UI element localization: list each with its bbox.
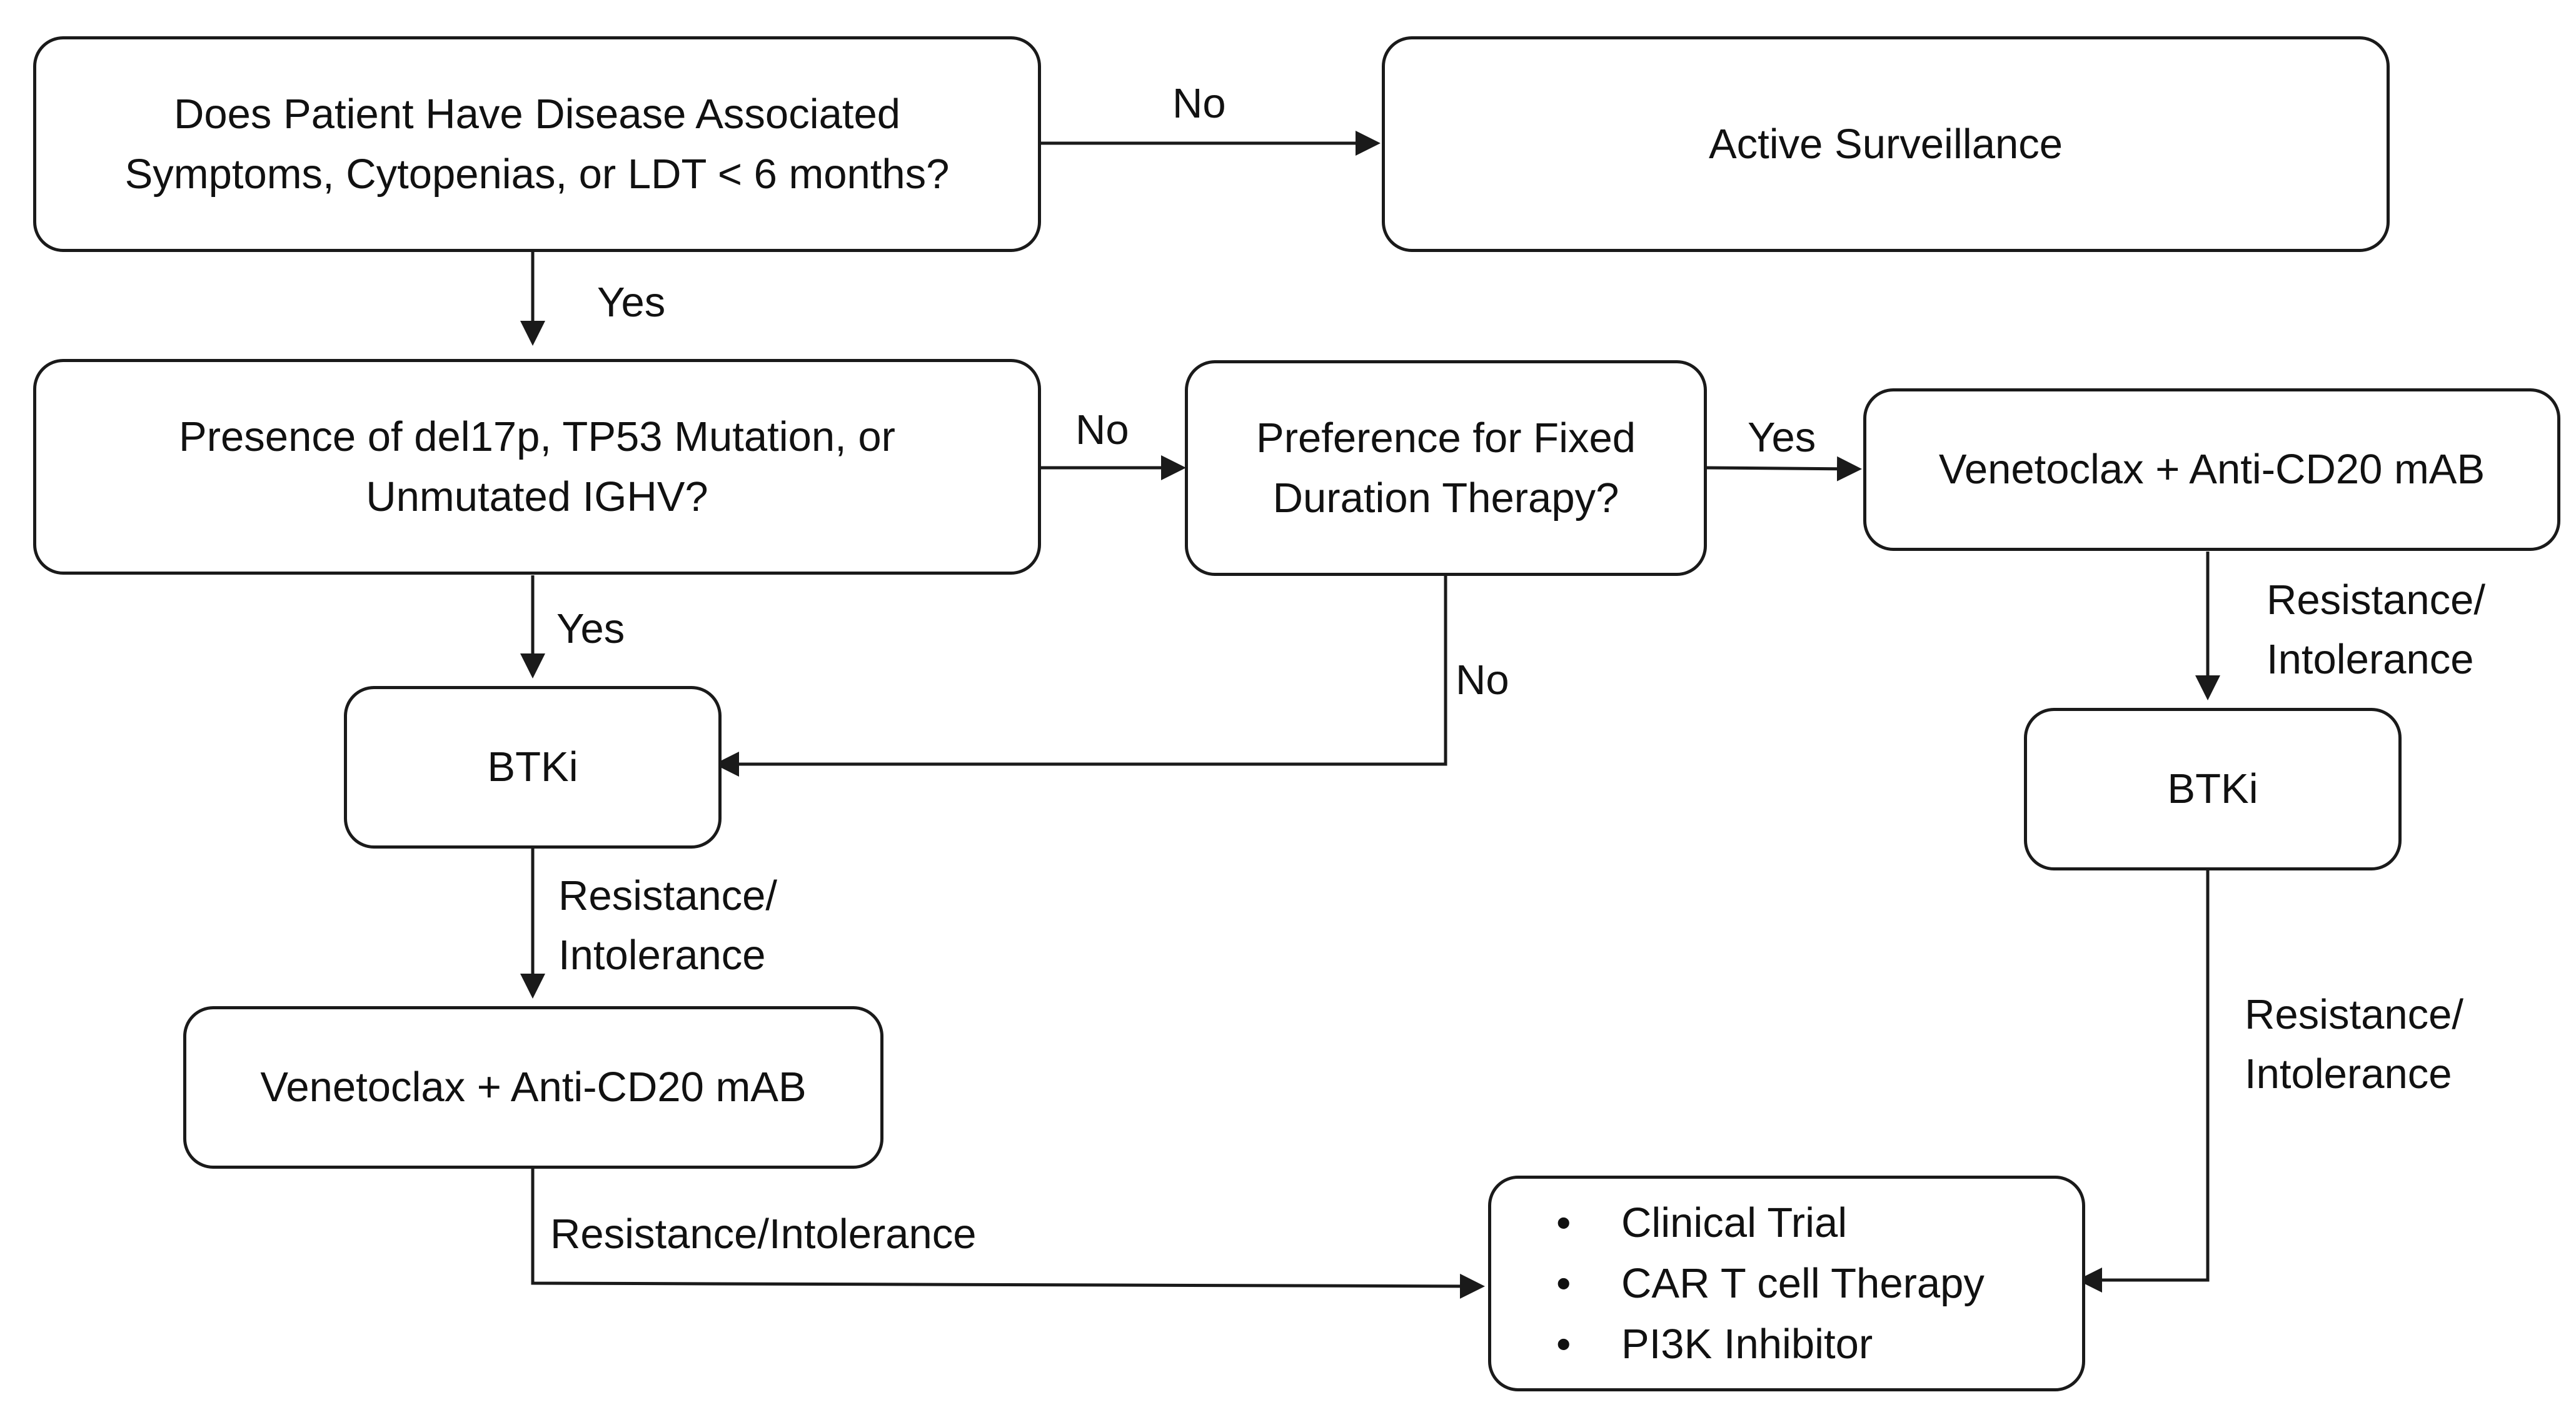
edge-fixed-duration-to-venetoclax-right [1705, 456, 1862, 482]
symptoms-question-box: Does Patient Have Disease Associated Sym… [33, 36, 1041, 252]
symptoms-question-line-1: Does Patient Have Disease Associated [174, 91, 900, 138]
edge-label-venetoclax-right-to-btki: Resistance/ Intolerance [2267, 570, 2485, 689]
edge-label-venetoclax-left-to-final: Resistance/Intolerance [550, 1211, 977, 1258]
edge-label-line: Intolerance [2245, 1051, 2452, 1098]
venetoclax-left-label: Venetoclax + Anti-CD20 mAB [260, 1064, 807, 1111]
edge-venetoclax-left-to-final [531, 1168, 1485, 1299]
edge-label-no-fixed-duration: No [1075, 406, 1129, 453]
bullet-glyph: • [1556, 1321, 1571, 1368]
symptoms-question-line-2: Symptoms, Cytopenias, or LDT < 6 months? [124, 150, 950, 198]
edge-label-no-btki: No [1456, 657, 1509, 703]
edge-label-yes-venetoclax: Yes [1748, 414, 1816, 461]
btki-left-label: BTKi [487, 744, 578, 791]
edge-fixed-duration-to-btki-left [714, 575, 1447, 777]
edge-label-yes-del17p: Yes [597, 279, 666, 326]
edge-label-line: Resistance/ [2267, 577, 2486, 623]
venetoclax-right-label: Venetoclax + Anti-CD20 mAB [1938, 446, 2485, 493]
final-options-list: • Clinical Trial • CAR T cell Therapy • … [1491, 1193, 1985, 1374]
final-option-item: • CAR T cell Therapy [1491, 1253, 1985, 1314]
btki-left-box: BTKi [344, 686, 722, 849]
edge-label-btki-left-to-venetoclax: Resistance/ Intolerance [558, 866, 777, 985]
fixed-duration-question-box: Preference for Fixed Duration Therapy? [1185, 360, 1707, 576]
active-surveillance-box: Active Surveillance [1382, 36, 2390, 252]
final-option-item: • Clinical Trial [1491, 1193, 1985, 1253]
edge-label-no-surveillance: No [1172, 80, 1226, 127]
final-option-label: Clinical Trial [1621, 1199, 1848, 1246]
edge-label-btki-right-to-final: Resistance/ Intolerance [2245, 985, 2463, 1104]
bullet-glyph: • [1556, 1199, 1571, 1246]
final-option-label: PI3K Inhibitor [1621, 1321, 1873, 1368]
btki-right-label: BTKi [2167, 765, 2258, 813]
final-option-label: CAR T cell Therapy [1621, 1259, 1985, 1307]
del17p-question-box: Presence of del17p, TP53 Mutation, or Un… [33, 359, 1041, 575]
edge-label-line: Intolerance [2267, 636, 2474, 683]
edge-btki-right-to-final [2077, 869, 2210, 1293]
btki-right-box: BTKi [2024, 708, 2402, 870]
edge-label-line: Resistance/ [2245, 991, 2464, 1038]
venetoclax-right-box: Venetoclax + Anti-CD20 mAB [1863, 388, 2560, 551]
edge-label-line: Resistance/ [558, 872, 778, 919]
del17p-question-line-1: Presence of del17p, TP53 Mutation, or [179, 413, 895, 461]
fixed-duration-question-line-1: Preference for Fixed [1256, 415, 1636, 462]
active-surveillance-label: Active Surveillance [1708, 120, 2063, 168]
edge-label-line: Intolerance [558, 932, 766, 979]
del17p-question-line-2: Unmutated IGHV? [366, 473, 708, 520]
final-options-box: • Clinical Trial • CAR T cell Therapy • … [1488, 1176, 2085, 1391]
edge-label-yes-btki: Yes [556, 605, 625, 652]
fixed-duration-question-line-2: Duration Therapy? [1272, 474, 1619, 522]
final-option-item: • PI3K Inhibitor [1491, 1314, 1985, 1374]
bullet-glyph: • [1556, 1259, 1571, 1307]
venetoclax-left-box: Venetoclax + Anti-CD20 mAB [183, 1006, 883, 1169]
